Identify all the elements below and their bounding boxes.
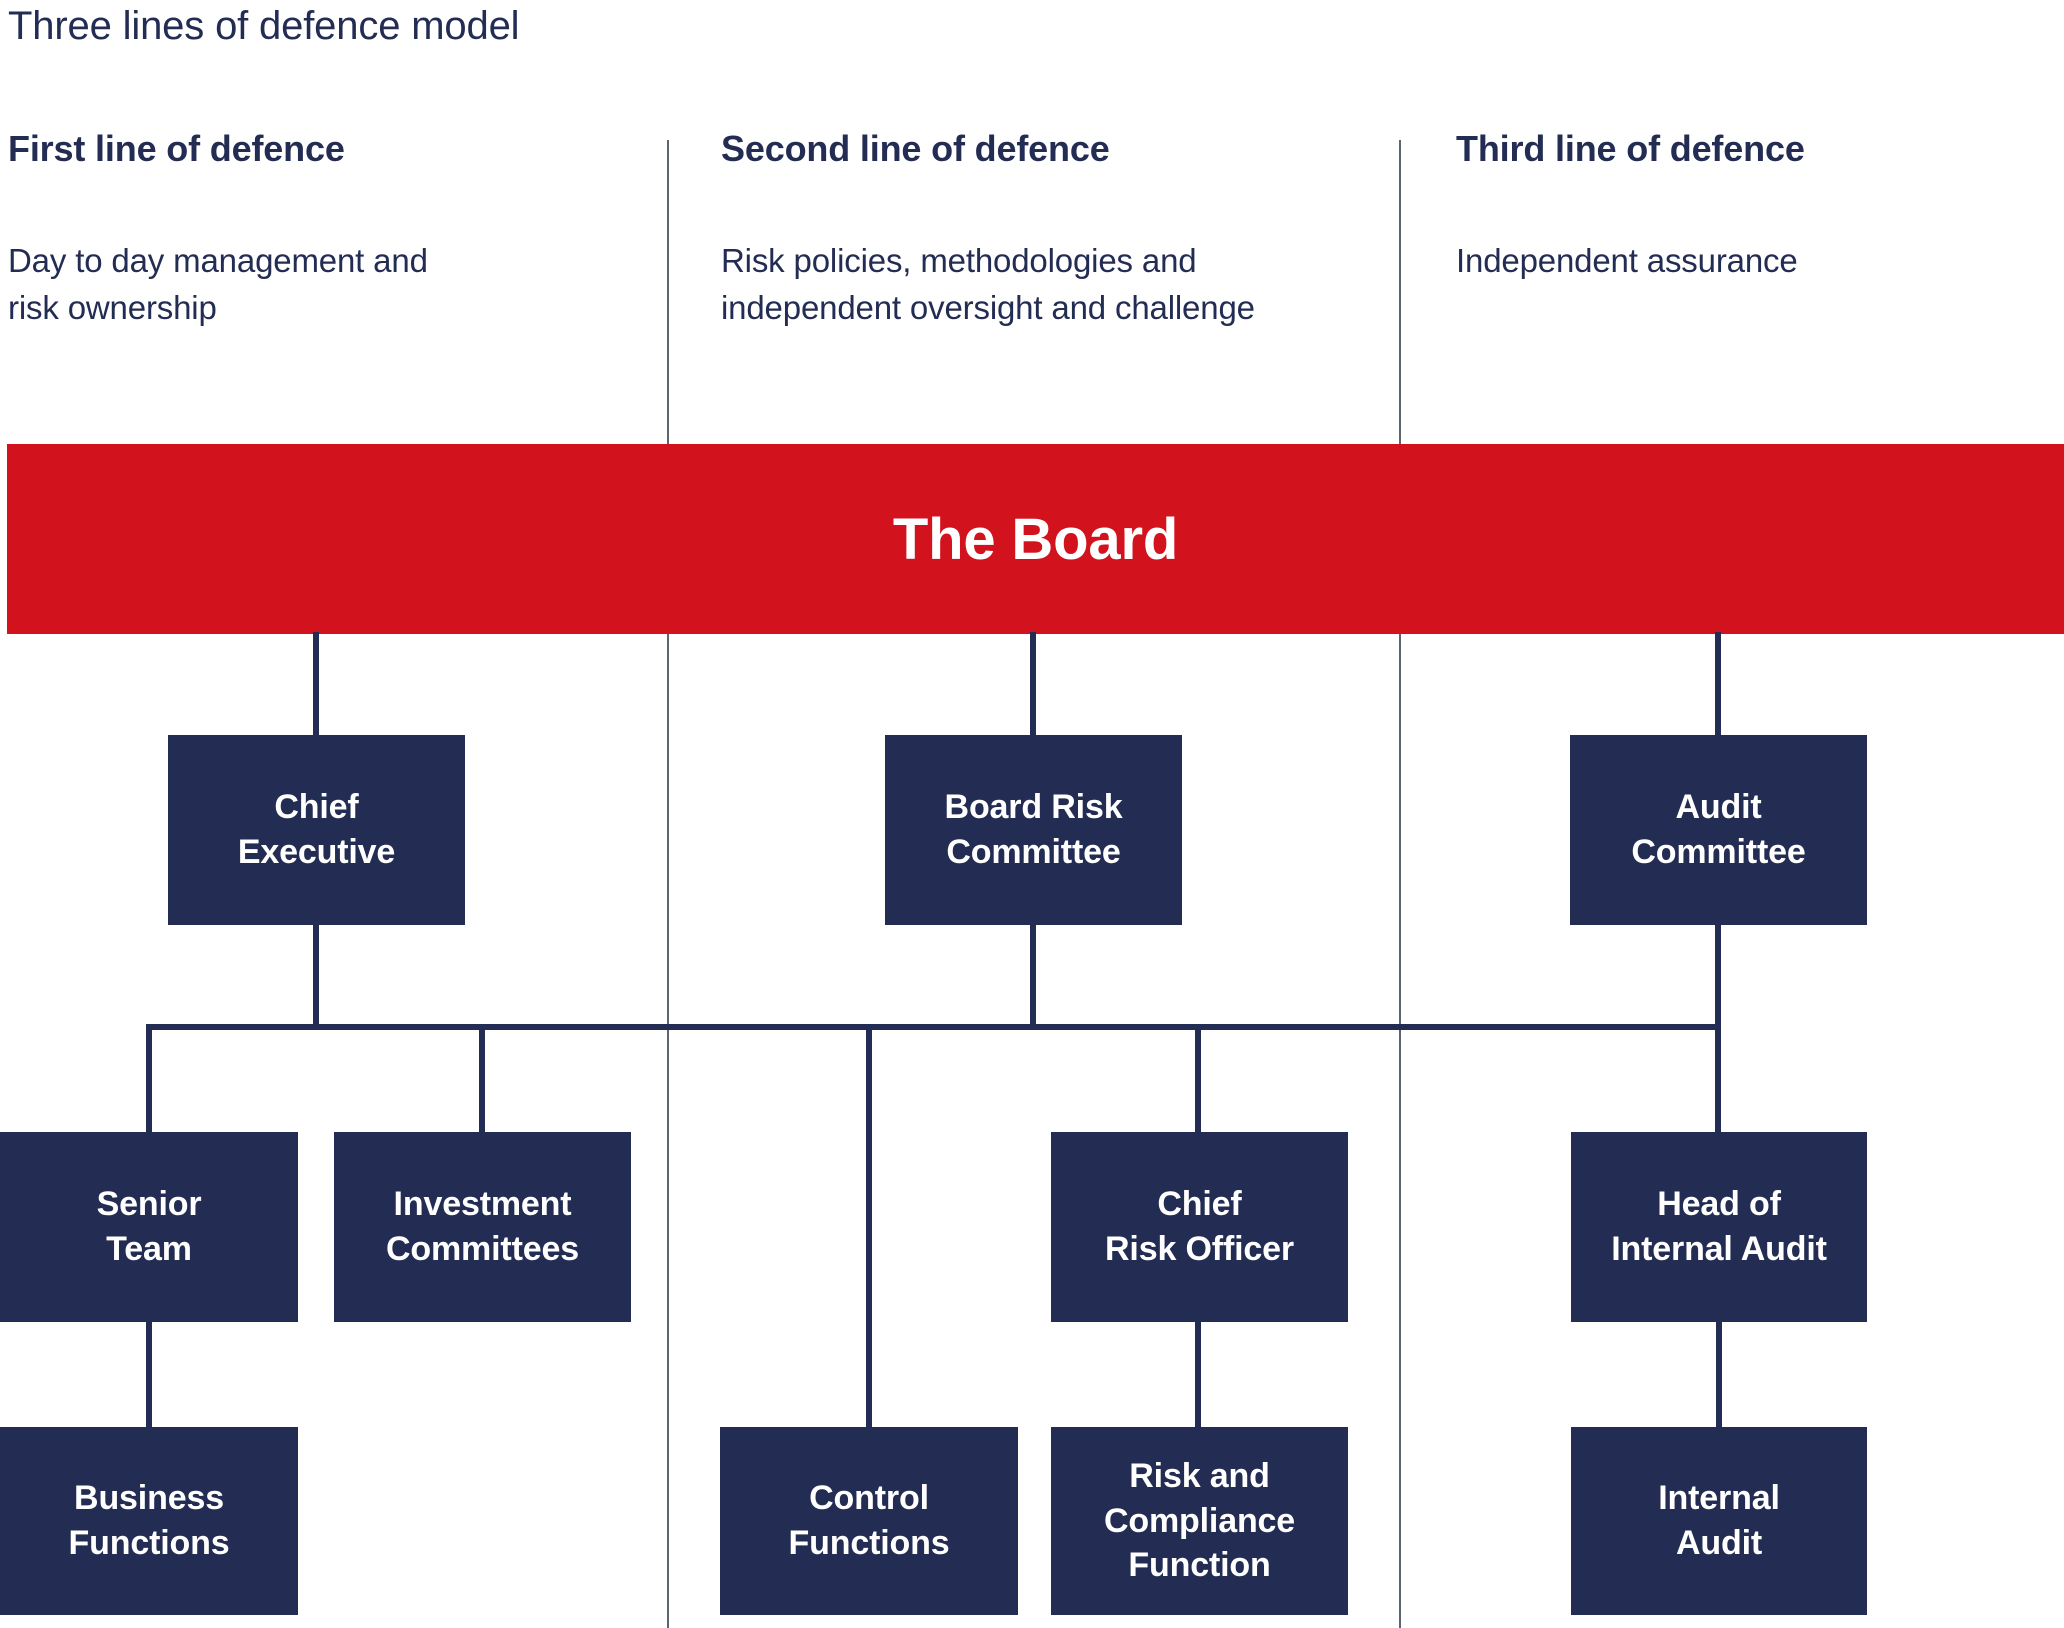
- node-label: Compliance: [1103, 1501, 1296, 1540]
- connector-board-to-audit-committee: [1715, 632, 1721, 736]
- node-label: Chief: [274, 788, 359, 827]
- node-label: Audit: [1675, 788, 1762, 827]
- board-label: The Board: [892, 506, 1179, 572]
- node-label: Board Risk: [944, 788, 1123, 827]
- node-label: Head of: [1657, 1185, 1781, 1224]
- node-internal-audit: Internal Audit: [1571, 1427, 1867, 1615]
- column-divider-1: [667, 140, 669, 1628]
- second-line-heading: Second line of defence: [721, 128, 1110, 169]
- node-label: Audit: [1675, 1524, 1763, 1562]
- node-label: Business: [74, 1479, 224, 1518]
- node-label: Functions: [68, 1524, 230, 1562]
- node-senior-team: Senior Team: [0, 1132, 298, 1322]
- node-label: Investment: [393, 1185, 572, 1224]
- node-label: Function: [1128, 1546, 1271, 1585]
- connector-bus-to-senior-team: [146, 1026, 152, 1132]
- connector-chief-risk-officer-to-risk-and-compliance: [1195, 1322, 1201, 1427]
- node-label: Functions: [788, 1524, 950, 1562]
- column-divider-2: [1399, 140, 1401, 1628]
- node-label: Risk Officer: [1105, 1230, 1294, 1268]
- node-head-of-internal-audit: Head of Internal Audit: [1571, 1132, 1867, 1322]
- node-control-functions: Control Functions: [720, 1427, 1018, 1615]
- connector-bus-to-investment-committees: [479, 1026, 485, 1132]
- third-line-heading: Third line of defence: [1456, 128, 1805, 169]
- connector-board-to-board-risk-committee: [1030, 632, 1036, 736]
- node-label: Risk and: [1129, 1456, 1270, 1495]
- connector-bus-to-control-functions: [866, 1026, 872, 1427]
- description-line: risk ownership: [8, 288, 217, 326]
- connector-horizontal-bus: [146, 1024, 1721, 1030]
- node-chief-executive: Chief Executive: [168, 735, 465, 925]
- first-line-description: Day to day management and risk ownership: [8, 238, 428, 332]
- node-label: Internal Audit: [1611, 1230, 1827, 1268]
- node-label: Committee: [1631, 833, 1806, 871]
- connector-board-risk-committee-down: [1030, 925, 1036, 1027]
- node-risk-and-compliance-function: Risk and Compliance Function: [1051, 1427, 1348, 1615]
- node-label: Team: [106, 1230, 192, 1268]
- description-line: Day to day management and: [8, 242, 428, 279]
- node-label: Chief: [1157, 1185, 1242, 1224]
- node-label: Internal: [1658, 1479, 1780, 1518]
- description-line: independent oversight and challenge: [721, 288, 1255, 326]
- board-banner: The Board: [7, 444, 2064, 634]
- node-audit-committee: Audit Committee: [1570, 735, 1867, 925]
- third-line-description: Independent assurance: [1456, 238, 1798, 285]
- first-line-heading: First line of defence: [8, 128, 345, 169]
- connector-senior-team-to-business-functions: [146, 1322, 152, 1427]
- connector-board-to-chief-executive: [313, 632, 319, 736]
- page-title: Three lines of defence model: [8, 4, 520, 48]
- node-label: Committee: [946, 833, 1121, 871]
- connector-bus-to-chief-risk-officer: [1195, 1026, 1201, 1132]
- node-label: Senior: [96, 1185, 202, 1224]
- node-label: Executive: [237, 833, 396, 871]
- connector-chief-executive-down: [313, 925, 319, 1027]
- node-chief-risk-officer: Chief Risk Officer: [1051, 1132, 1348, 1322]
- description-line: Independent assurance: [1456, 242, 1798, 279]
- second-line-description: Risk policies, methodologies and indepen…: [721, 238, 1255, 332]
- node-label: Committees: [385, 1230, 579, 1268]
- node-board-risk-committee: Board Risk Committee: [885, 735, 1182, 925]
- description-line: Risk policies, methodologies and: [721, 242, 1197, 279]
- node-investment-committees: Investment Committees: [334, 1132, 631, 1322]
- node-business-functions: Business Functions: [0, 1427, 298, 1615]
- node-label: Control: [809, 1479, 929, 1518]
- connector-head-of-internal-audit-to-internal-audit: [1716, 1322, 1722, 1427]
